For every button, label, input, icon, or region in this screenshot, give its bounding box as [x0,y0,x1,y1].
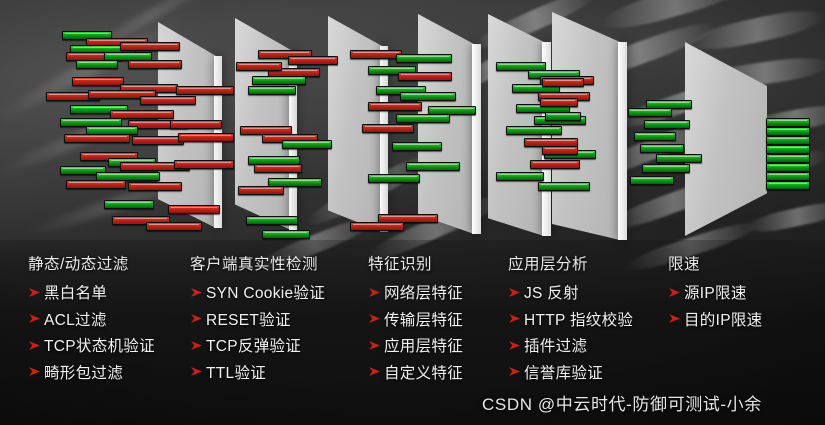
red-arrow-icon [369,340,380,350]
list-item[interactable]: SYN Cookie验证 [190,281,325,303]
list-item-label: ACL过滤 [44,311,107,329]
red-arrow-icon [29,367,40,376]
red-arrow-icon [509,367,520,376]
list-item[interactable]: 目的IP限速 [668,308,762,330]
list-item-label: 自定义特征 [384,364,464,382]
red-arrow-icon [669,314,680,323]
red-arrow-icon [191,287,202,297]
list-item[interactable]: 网络层特征 [368,281,463,303]
column-feature-recognition: 特征识别 网络层特征 传输层特征 应用层特征 自定义特征 [368,252,463,387]
red-arrow-icon [509,287,520,297]
list-item-label: RESET验证 [206,311,291,329]
list-item[interactable]: HTTP 指纹校验 [508,308,633,330]
red-arrow-icon [191,367,202,376]
red-arrow-icon [369,367,380,376]
list-item-label: HTTP 指纹校验 [524,311,634,329]
list-item[interactable]: 畸形包过滤 [28,361,155,383]
column-item-list: 黑白名单 ACL过滤 TCP状态机验证 畸形包过滤 [28,281,155,383]
list-item-label: TTL验证 [206,364,267,382]
list-item[interactable]: TCP状态机验证 [28,334,155,356]
list-item[interactable]: TCP反弹验证 [190,334,325,356]
red-arrow-icon [29,287,40,297]
red-arrow-icon [369,314,380,323]
list-item[interactable]: 插件过滤 [508,334,633,356]
column-header: 特征识别 [368,256,433,273]
list-item-label: JS 反射 [524,285,579,302]
list-item[interactable]: 黑白名单 [28,281,155,303]
list-item[interactable]: 自定义特征 [368,361,463,383]
column-header: 限速 [668,256,701,273]
list-item-label: 网络层特征 [384,285,464,302]
column-header: 应用层分析 [508,256,589,273]
red-arrow-icon [369,287,380,297]
column-application-layer-analysis: 应用层分析 JS 反射 HTTP 指纹校验 插件过滤 信誉库验证 [508,252,633,387]
list-item-label: 信誉库验证 [524,364,604,382]
list-item-label: 畸形包过滤 [44,364,124,382]
column-item-list: 网络层特征 传输层特征 应用层特征 自定义特征 [368,281,463,383]
column-header: 客户端真实性检测 [190,256,319,273]
list-item[interactable]: 信誉库验证 [508,361,633,383]
red-arrow-icon [29,314,40,323]
filter-stage-columns: 静态/动态过滤 黑白名单 ACL过滤 TCP状态机验证 畸形包过滤 [0,252,825,425]
list-item[interactable]: 源IP限速 [668,281,762,303]
list-item[interactable]: 应用层特征 [368,334,463,356]
list-item-label: 黑白名单 [44,285,108,302]
list-item[interactable]: ACL过滤 [28,308,155,330]
list-item[interactable]: TTL验证 [190,361,325,383]
list-item[interactable]: 传输层特征 [368,308,463,330]
column-rate-limiting: 限速 源IP限速 目的IP限速 [668,252,762,334]
red-arrow-icon [29,340,40,350]
red-arrow-icon [191,340,202,350]
column-item-list: 源IP限速 目的IP限速 [668,281,762,330]
column-item-list: SYN Cookie验证 RESET验证 TCP反弹验证 TTL验证 [190,281,325,383]
red-arrow-icon [669,287,680,297]
column-header: 静态/动态过滤 [28,256,129,273]
list-item-label: 目的IP限速 [684,311,763,329]
column-static-dynamic-filter: 静态/动态过滤 黑白名单 ACL过滤 TCP状态机验证 畸形包过滤 [28,252,155,387]
csdn-watermark: CSDN @中云时代-防御可测试-小余 [482,395,762,414]
list-item-label: SYN Cookie验证 [206,285,326,302]
red-arrow-icon [509,314,520,323]
list-item-label: 源IP限速 [684,285,747,302]
column-item-list: JS 反射 HTTP 指纹校验 插件过滤 信誉库验证 [508,281,633,383]
list-item-label: 插件过滤 [524,338,588,355]
list-item-label: 应用层特征 [384,338,464,355]
list-item-label: TCP状态机验证 [44,338,155,355]
list-item-label: TCP反弹验证 [206,338,302,355]
red-arrow-icon [191,314,202,323]
red-arrow-icon [509,340,520,350]
column-client-authenticity-detection: 客户端真实性检测 SYN Cookie验证 RESET验证 TCP反弹验证 TT… [190,252,325,387]
list-item[interactable]: RESET验证 [190,308,325,330]
list-item-label: 传输层特征 [384,311,464,329]
list-item[interactable]: JS 反射 [508,281,633,303]
